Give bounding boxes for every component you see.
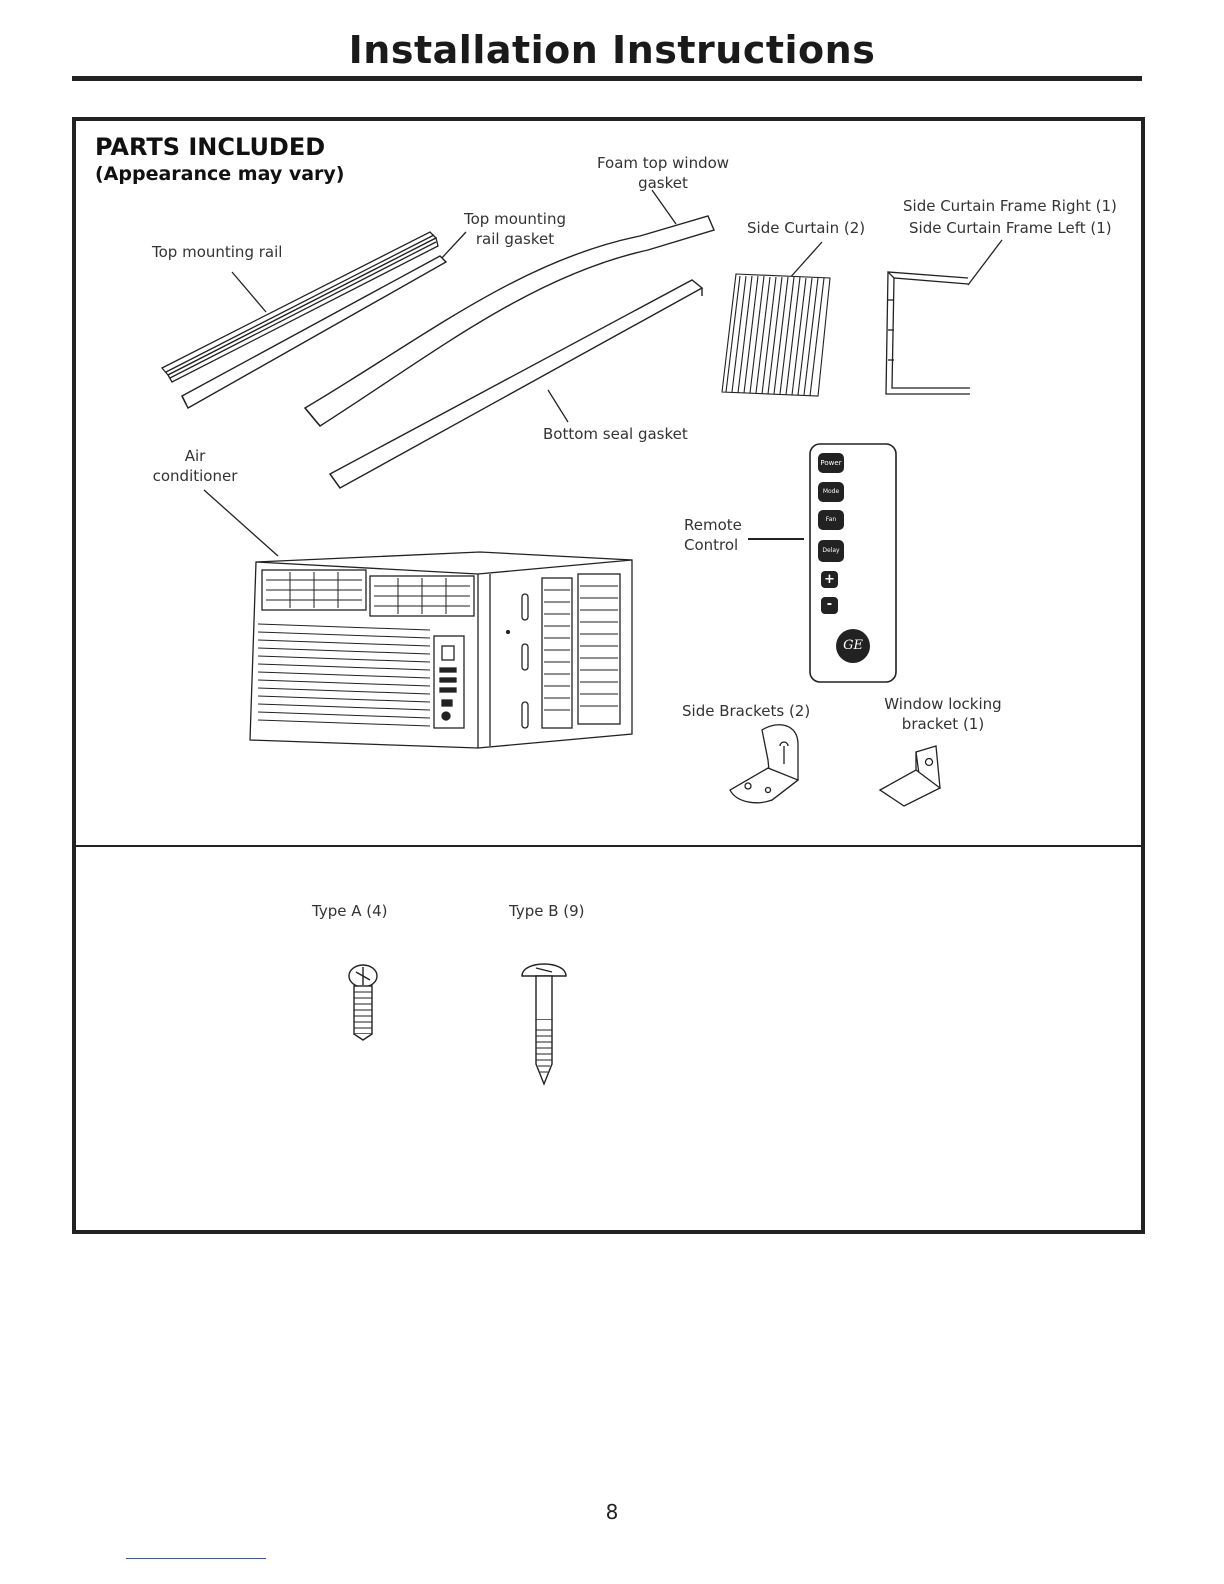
ge-logo: GE	[836, 629, 870, 663]
parts-frame	[72, 117, 1145, 1234]
label-screw-type-b: Type B (9)	[509, 902, 585, 920]
leader-frame	[967, 239, 1003, 286]
label-window-lock-line2: bracket (1)	[901, 715, 985, 733]
label-window-lock-line1: Window locking	[884, 695, 1002, 713]
side-curtain	[721, 273, 831, 397]
window-locking-bracket	[878, 745, 942, 807]
remote-delay-button: Delay	[818, 540, 844, 562]
label-frame-right: Side Curtain Frame Right (1)	[903, 197, 1117, 215]
screw-type-b	[521, 963, 567, 1086]
label-foam-gasket-line2: gasket	[638, 174, 688, 192]
parts-subheading: (Appearance may vary)	[95, 163, 345, 185]
label-remote-line2: Control	[684, 536, 739, 554]
side-curtain-frame	[885, 271, 970, 395]
leader-top-rail-gasket	[439, 231, 467, 261]
leader-bottom-seal	[547, 389, 569, 423]
label-side-brackets: Side Brackets (2)	[682, 702, 811, 720]
page-title: Installation Instructions	[348, 28, 876, 72]
leader-top-rail	[231, 271, 267, 313]
remote-fan-button: Fan	[818, 510, 844, 530]
label-top-rail-gasket-line2: rail gasket	[475, 230, 555, 248]
label-remote-line1: Remote	[684, 516, 742, 534]
remote-mode-button: Mode	[818, 482, 844, 502]
footer-link-rule	[126, 1558, 266, 1559]
title-rule	[72, 76, 1142, 81]
leader-foam-gasket	[651, 189, 677, 225]
parts-heading: PARTS INCLUDED	[95, 133, 326, 161]
label-air-line2: conditioner	[152, 467, 238, 485]
leader-air-conditioner	[203, 489, 279, 557]
leader-side-curtain	[787, 241, 823, 281]
label-side-curtain: Side Curtain (2)	[747, 219, 866, 237]
label-bottom-seal-gasket: Bottom seal gasket	[543, 425, 688, 443]
page-number: 8	[605, 1500, 619, 1524]
remote-minus-button: -	[821, 597, 838, 614]
label-screw-type-a: Type A (4)	[312, 902, 388, 920]
air-conditioner	[249, 551, 633, 749]
remote-plus-button: +	[821, 571, 838, 588]
screw-type-a	[348, 964, 378, 1041]
top-mounting-rail	[160, 231, 439, 383]
label-air-line1: Air	[184, 447, 206, 465]
label-top-rail-gasket-line1: Top mounting	[464, 210, 566, 228]
label-top-mounting-rail: Top mounting rail	[152, 243, 283, 261]
remote-control-body	[809, 443, 897, 683]
label-frame-left: Side Curtain Frame Left (1)	[909, 219, 1112, 237]
bottom-seal-gasket	[328, 279, 704, 489]
foam-window-gasket	[303, 215, 715, 427]
remote-power-button: Power	[818, 453, 844, 473]
top-rail-gasket	[181, 255, 448, 409]
section-divider	[72, 845, 1141, 847]
side-bracket	[729, 724, 800, 804]
label-foam-gasket-line1: Foam top window	[596, 154, 730, 172]
